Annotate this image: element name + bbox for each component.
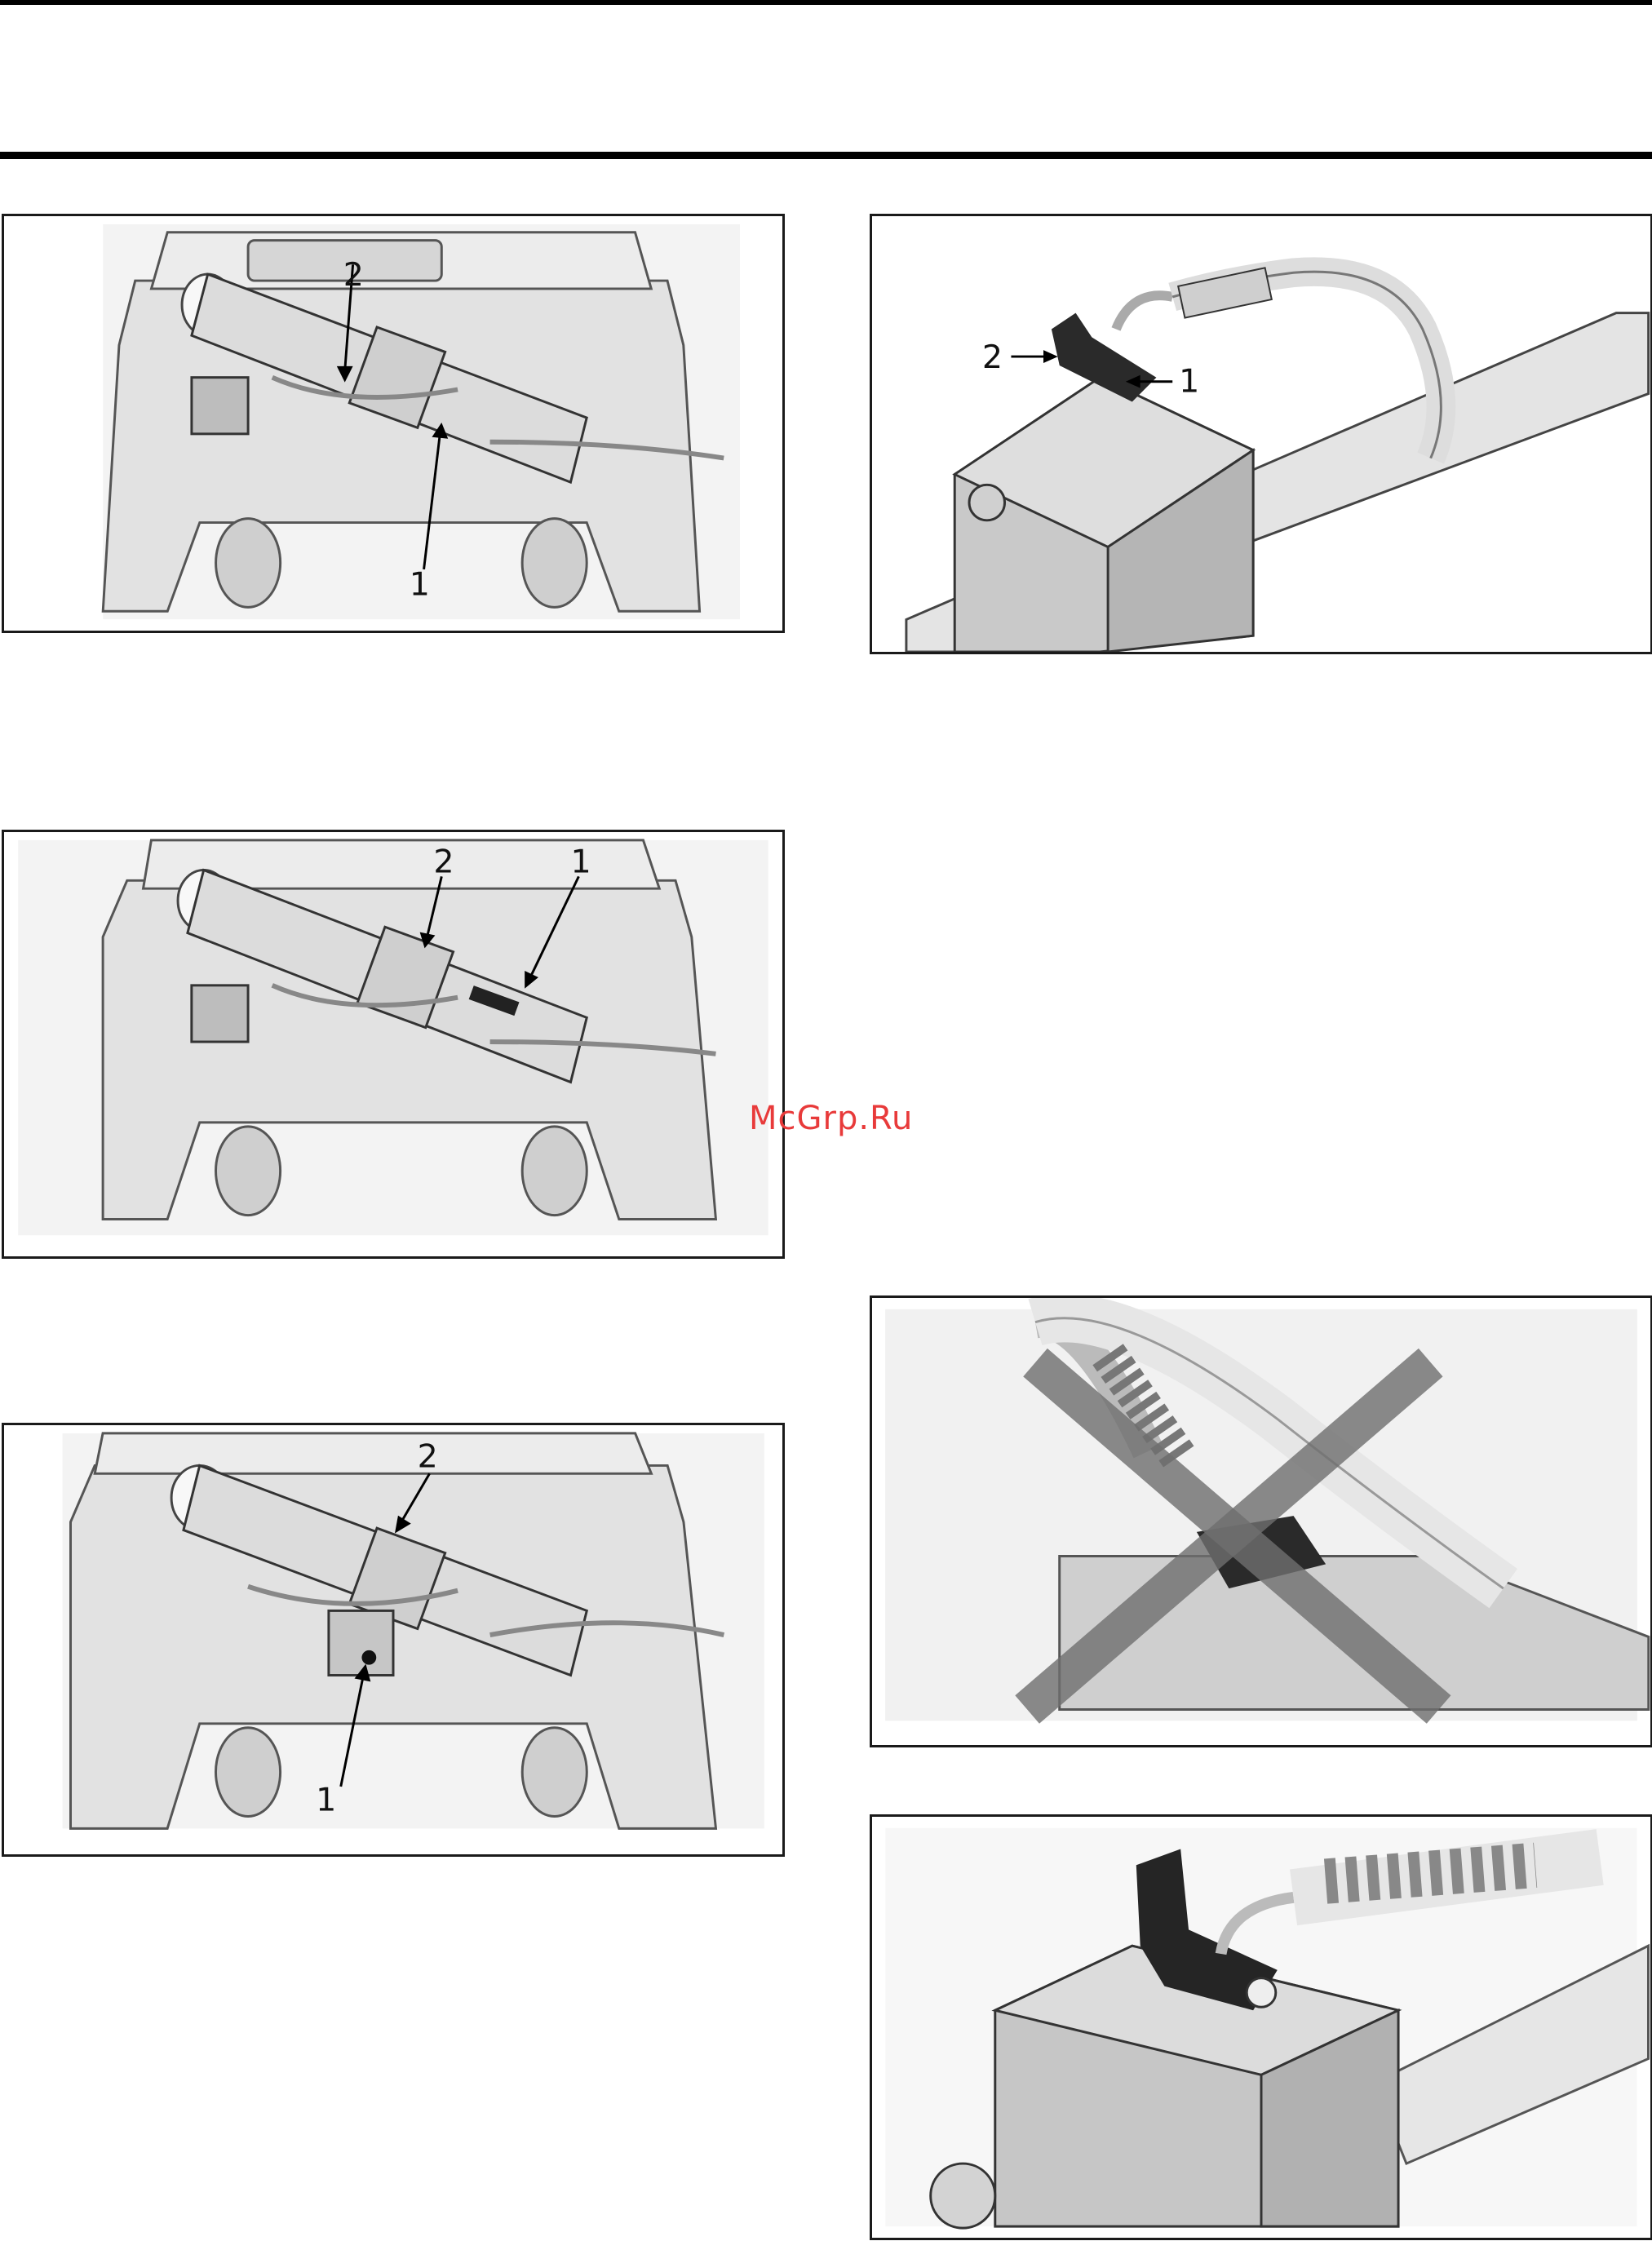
correct-illustration xyxy=(872,1817,1650,2238)
figure-bracket-detail-top-right: 2 1 xyxy=(870,214,1652,654)
figure-correct-install xyxy=(870,1814,1652,2240)
incorrect-illustration xyxy=(872,1298,1650,1745)
callout-1: 1 xyxy=(316,1782,336,1819)
callout-1: 1 xyxy=(570,843,591,880)
callout-2: 2 xyxy=(433,843,454,880)
figure-mechanism-middle-left: 2 1 xyxy=(2,830,785,1259)
callout-2: 2 xyxy=(982,339,1003,376)
figure-incorrect-install xyxy=(870,1295,1652,1747)
callout-1: 1 xyxy=(410,566,430,604)
mechanism-illustration: 2 1 xyxy=(4,832,782,1256)
callout-1: 1 xyxy=(1179,363,1199,401)
top-rule-thin xyxy=(0,0,1652,5)
mechanism-illustration: 2 1 xyxy=(4,216,782,631)
mechanism-illustration: 2 1 xyxy=(4,1425,782,1854)
figure-mechanism-bottom-left: 2 1 xyxy=(2,1423,785,1857)
bracket-illustration: 2 1 xyxy=(872,216,1650,652)
figure-mechanism-top-left: 2 1 xyxy=(2,214,785,633)
watermark-text: McGrp.Ru xyxy=(749,1100,913,1137)
callout-2: 2 xyxy=(343,256,364,294)
header-rule-thick xyxy=(0,152,1652,159)
callout-2: 2 xyxy=(418,1437,438,1475)
